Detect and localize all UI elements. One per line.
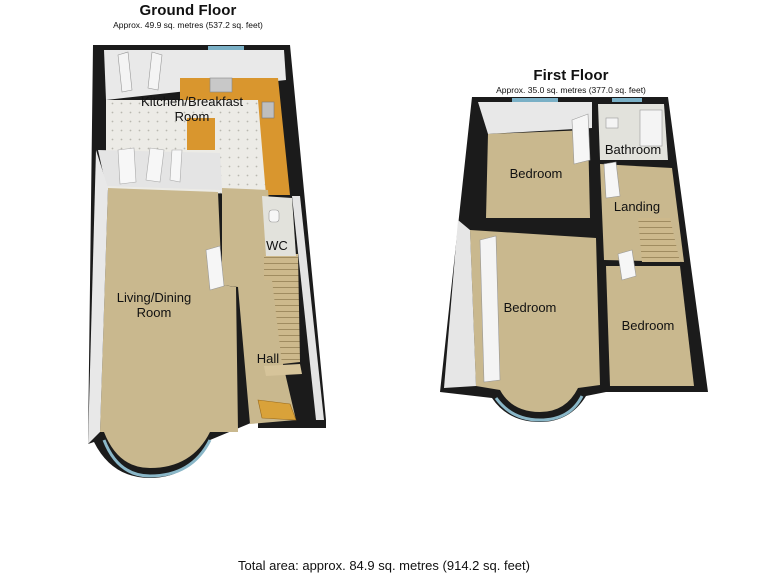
bedroom-main-floor [470, 230, 600, 412]
room-label-bedroom-top: Bedroom [509, 166, 563, 181]
first-floor-area: Approx. 35.0 sq. metres (377.0 sq. feet) [496, 85, 646, 95]
bedroom-top-window [512, 98, 558, 102]
room-label-hall: Hall [256, 351, 280, 366]
ground-floor-title: Ground Floor [139, 2, 237, 19]
ground-floor-area: Approx. 49.9 sq. metres (537.2 sq. feet) [113, 20, 263, 30]
landing-stairs [638, 218, 680, 262]
bedroom-main-wardrobe [479, 235, 501, 383]
bathroom-window [612, 98, 642, 102]
kitchen-garden-door [117, 51, 133, 93]
room-label-bedroom-main: Bedroom [503, 300, 557, 315]
bay-window [102, 439, 212, 478]
bedroom-main-left-wall [444, 220, 476, 388]
hall-right-wall [292, 196, 324, 420]
living-dining-floor [100, 188, 238, 468]
bedroom-small-floor [606, 266, 694, 386]
ground-floor-plan [88, 45, 326, 478]
kitchen-hob [261, 101, 275, 119]
hall-floor [222, 188, 296, 424]
room-label-bedroom-small: Bedroom [621, 318, 675, 333]
partition-doors [117, 147, 183, 185]
living-door [205, 245, 225, 291]
bay-window-first [494, 395, 584, 422]
room-label-wc: WC [266, 238, 288, 253]
room-label-bathroom: Bathroom [604, 142, 662, 157]
bedroom-top-back-wall [478, 102, 592, 134]
wc-toilet [268, 209, 280, 223]
breakfast-bar [187, 118, 215, 150]
bedroom-top-door [571, 113, 591, 165]
room-label-kitchen: Kitchen/Breakfast Room [141, 94, 243, 124]
hall-stairs-lower [264, 364, 302, 376]
living-left-wall [88, 150, 108, 444]
landing-door [603, 161, 621, 199]
front-door [257, 399, 297, 421]
kitchen-sink [209, 77, 233, 93]
bedroom-top-floor [486, 130, 590, 218]
room-label-living: Living/Dining Room [116, 290, 192, 320]
room-label-landing: Landing [613, 199, 661, 214]
kitchen-window [208, 46, 244, 50]
first-floor-title: First Floor [533, 67, 609, 84]
bedroom-small-door [617, 249, 637, 281]
kitchen-garden-door-2 [147, 51, 163, 91]
first-floor-plan [440, 97, 708, 422]
hall-stairs [264, 254, 300, 364]
bathroom-basin [605, 117, 619, 129]
bathroom-bath [639, 109, 663, 147]
total-area: Total area: approx. 84.9 sq. metres (914… [238, 558, 530, 573]
